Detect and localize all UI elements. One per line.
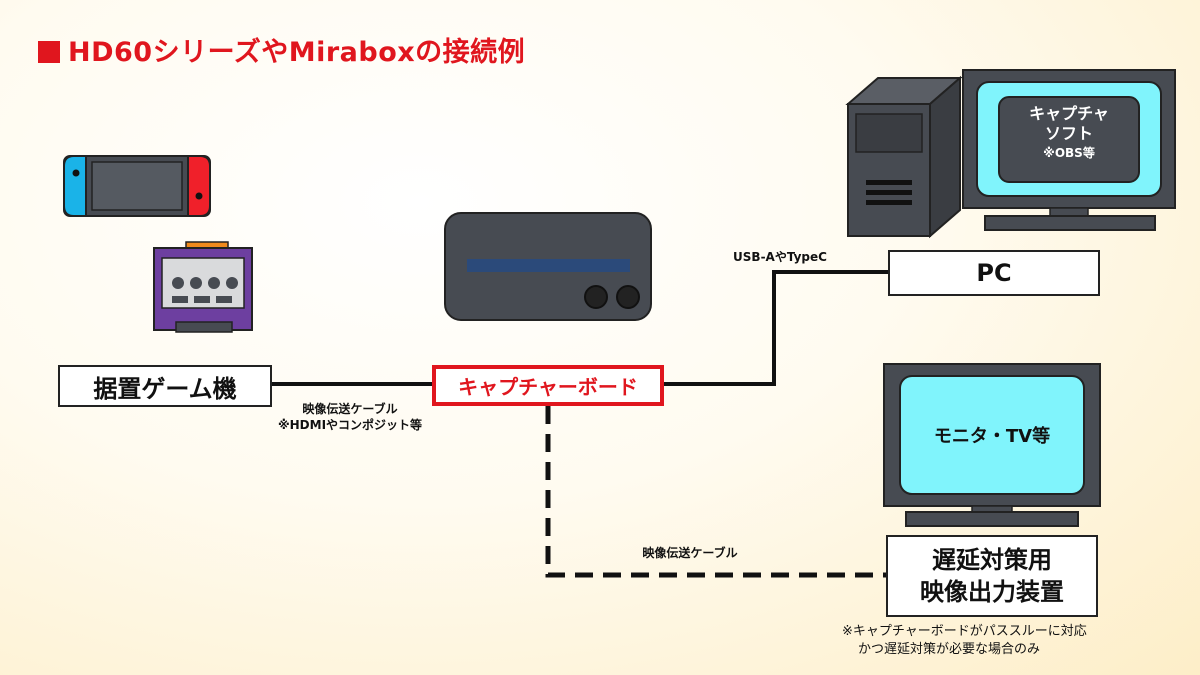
pc-screen-line2: ソフト [1044,124,1093,143]
edge-label-board-pc: USB-AやTypeC [733,250,827,264]
pc-screen-label: キャプチャ ソフト ※OBS等 [999,104,1139,162]
console-node: 据置ゲーム機 [58,365,272,407]
footnote-line2: かつ遅延対策が必要な場合のみ [858,642,1041,657]
console-node-label: 据置ゲーム機 [93,374,237,403]
pc-screen-line1: キャプチャ [1029,104,1109,123]
pc-screen-line3: ※OBS等 [1043,146,1095,160]
title-square-icon [38,41,60,63]
output-device-line2: 映像出力装置 [920,578,1064,606]
pc-node: PC [888,250,1100,296]
pc-tower-icon [845,75,963,239]
footnote-line1: ※キャプチャーボードがパススルーに対応 [842,624,1087,639]
pc-node-label: PC [976,259,1012,287]
output-device-node: 遅延対策用 映像出力装置 [886,535,1098,617]
edge-label-board-output: 映像伝送ケーブル [642,546,738,560]
capture-board-device-icon [444,212,652,321]
edge-board-output [545,406,888,578]
output-device-line1: 遅延対策用 [932,546,1052,574]
edge-board-pc [664,270,888,386]
handheld-console-icon [63,155,211,217]
edge-label-console-board: 映像伝送ケーブル ※HDMIやコンポジット等 [260,401,440,433]
cube-console-icon [153,241,253,333]
title-text: HD60シリーズやMiraboxの接続例 [68,37,526,68]
edge-label-console-board-line1: 映像伝送ケーブル [302,402,398,416]
footnote: ※キャプチャーボードがパススルーに対応 かつ遅延対策が必要な場合のみ [842,623,1087,659]
edge-label-console-board-line2: ※HDMIやコンポジット等 [277,418,423,432]
monitor-screen-label: モニタ・TV等 [933,426,1051,447]
pc-monitor-icon [962,69,1176,231]
capture-board-node: キャプチャーボード [432,365,664,406]
capture-board-node-label: キャプチャーボード [458,375,638,399]
tv-monitor-icon [883,363,1101,527]
diagram-title: HD60シリーズやMiraboxの接続例 [38,30,525,69]
